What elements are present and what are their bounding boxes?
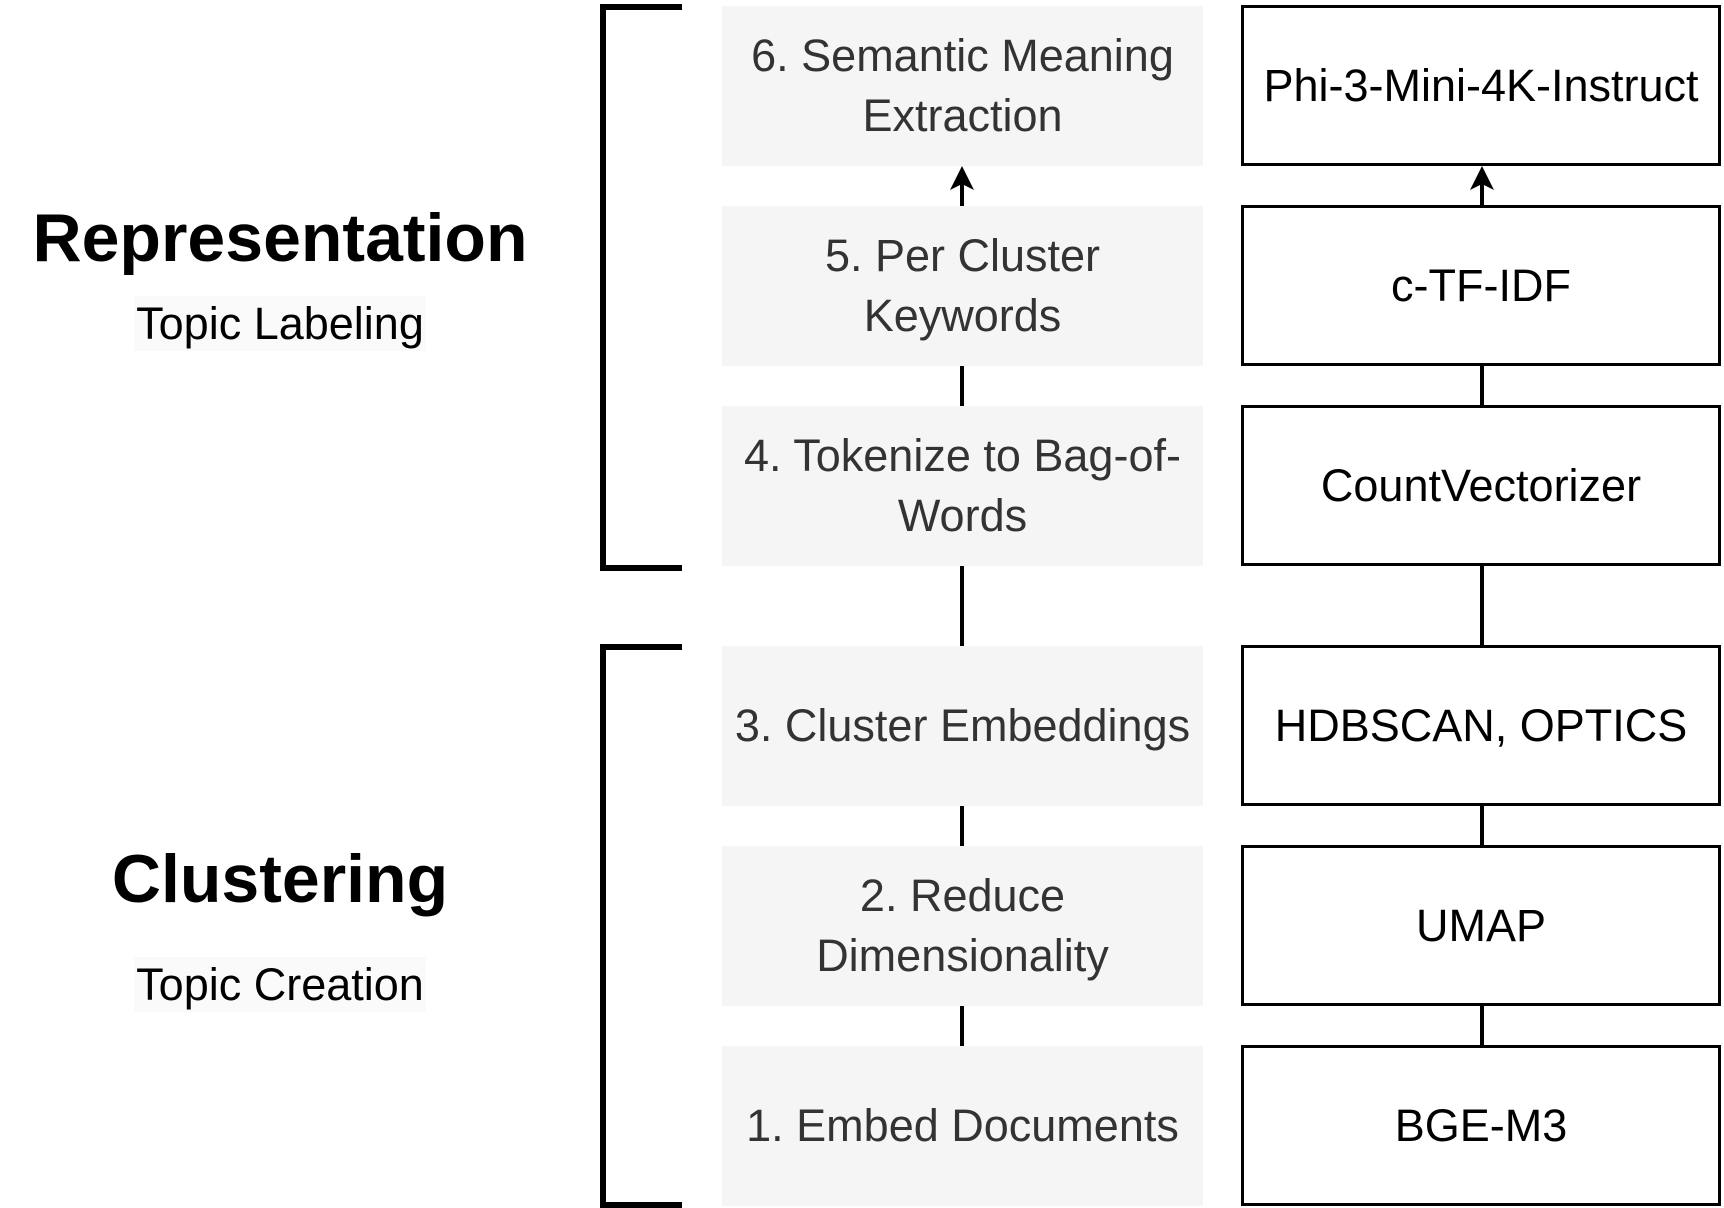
section-subtitle-representation-text: Topic Labeling <box>134 296 426 351</box>
step-box-6: 6. Semantic Meaning Extraction <box>722 6 1203 166</box>
tool-box-6: Phi-3-Mini-4K-Instruct <box>1241 5 1721 166</box>
step-box-3: 3. Cluster Embeddings <box>722 646 1203 806</box>
step-box-2: 2. Reduce Dimensionality <box>722 846 1203 1006</box>
section-subtitle-clustering-text: Topic Creation <box>134 957 426 1012</box>
step-label-5: 5. Per Cluster Keywords <box>824 230 1101 341</box>
step-label-4: 4. Tokenize to Bag-of-Words <box>744 430 1181 541</box>
step-box-4: 4. Tokenize to Bag-of-Words <box>722 406 1203 566</box>
tool-box-4: CountVectorizer <box>1241 405 1721 566</box>
bracket-clustering <box>600 644 682 1208</box>
step-label-3: 3. Cluster Embeddings <box>734 700 1191 751</box>
step-label-1: 1. Embed Documents <box>746 1100 1179 1151</box>
arrow-up-icon <box>1470 166 1494 190</box>
bracket-representation <box>600 4 682 571</box>
section-title-representation: Representation <box>32 200 528 276</box>
arrow-up-icon <box>950 166 974 190</box>
tool-box-3: HDBSCAN, OPTICS <box>1241 645 1721 806</box>
section-subtitle-representation: Topic Labeling <box>0 296 560 351</box>
tool-label-6: Phi-3-Mini-4K-Instruct <box>1263 60 1699 111</box>
tool-label-5: c-TF-IDF <box>1391 260 1571 311</box>
tool-label-4: CountVectorizer <box>1320 460 1642 511</box>
tool-label-2: UMAP <box>1415 900 1546 951</box>
tool-box-5: c-TF-IDF <box>1241 205 1721 366</box>
tool-box-1: BGE-M3 <box>1241 1045 1721 1206</box>
step-label-6: 6. Semantic Meaning Extraction <box>751 30 1174 141</box>
step-box-5: 5. Per Cluster Keywords <box>722 206 1203 366</box>
tool-label-3: HDBSCAN, OPTICS <box>1274 700 1688 751</box>
step-label-2: 2. Reduce Dimensionality <box>816 870 1109 981</box>
step-box-1: 1. Embed Documents <box>722 1046 1203 1206</box>
tool-box-2: UMAP <box>1241 845 1721 1006</box>
section-title-clustering: Clustering <box>111 841 449 917</box>
tool-label-1: BGE-M3 <box>1394 1100 1568 1151</box>
section-subtitle-clustering: Topic Creation <box>0 957 560 1012</box>
